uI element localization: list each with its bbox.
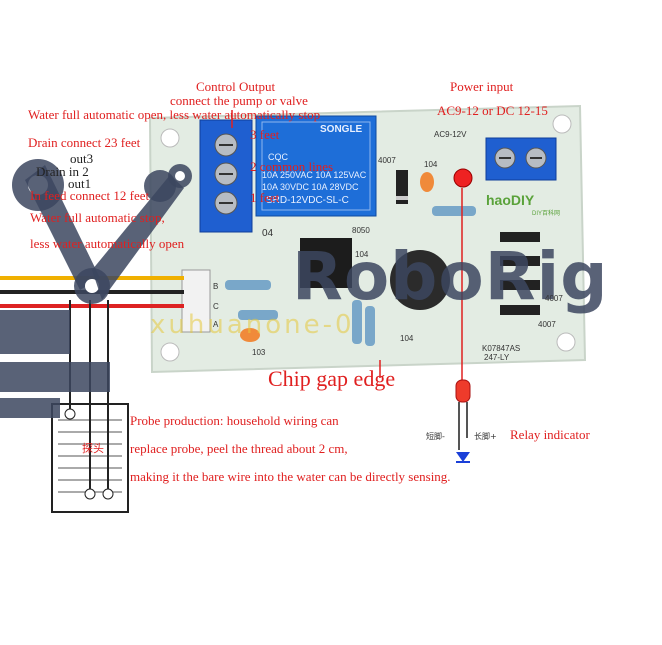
short-leg-label: 短脚- xyxy=(426,432,445,441)
resistor xyxy=(432,206,476,216)
water-full-stop-label: Water full automatic stop, xyxy=(30,210,165,225)
long-leg-label: 长脚+ xyxy=(474,432,497,441)
diode xyxy=(500,280,540,290)
control-output-title: Control Output xyxy=(196,79,276,94)
relay-model: SRD-12VDC-SL-C xyxy=(266,195,349,206)
diode xyxy=(396,170,408,204)
silk-04: 04 xyxy=(262,228,274,239)
relay-body xyxy=(255,115,377,217)
resistor xyxy=(238,310,278,320)
feed-label: In feed connect 12 feet xyxy=(30,188,150,203)
capacitor xyxy=(420,172,434,192)
silk-board-code-2: 247-LY xyxy=(484,353,510,362)
silk-4007: 4007 xyxy=(378,156,396,165)
resistor xyxy=(365,306,375,346)
feet1-label: 1 feet xyxy=(250,190,280,205)
silk-4007: 4007 xyxy=(538,320,556,329)
less-open-label: less water automatically open xyxy=(30,236,185,251)
control-output-sub: connect the pump or valve xyxy=(170,93,308,108)
silk-hao: haoDIY xyxy=(486,192,535,208)
probe-line-2: replace probe, peel the thread about 2 c… xyxy=(130,441,348,456)
diode xyxy=(500,256,540,266)
mount-hole xyxy=(556,332,576,352)
silk-104: 104 xyxy=(400,334,414,343)
chip-gap-label: Chip gap edge xyxy=(268,366,396,391)
relay-rating-1: 10A 250VAC 10A 125VAC xyxy=(262,170,367,180)
probe-line-1: Probe production: household wiring can xyxy=(130,413,339,428)
resistor xyxy=(352,300,362,344)
silk-pin-b: B xyxy=(213,282,219,291)
diode xyxy=(500,232,540,242)
water-full-open-label: Water full automatic open, less water au… xyxy=(28,107,321,122)
silk-ac: AC9-12V xyxy=(434,130,467,139)
silk-board-code: K07847AS xyxy=(482,344,521,353)
capacitor xyxy=(240,328,260,342)
ic-chip xyxy=(300,238,352,288)
relay-brand: SONGLE xyxy=(320,124,363,135)
power-title: Power input xyxy=(450,79,514,94)
out1-label: out1 xyxy=(68,176,92,191)
mount-hole xyxy=(160,342,180,362)
relay-cert: CQC xyxy=(268,152,288,162)
resistor xyxy=(225,280,271,290)
silk-pin-c: C xyxy=(213,302,219,311)
out3-label: out3 xyxy=(70,151,94,166)
probe-connector xyxy=(181,269,211,333)
probe-tip xyxy=(84,488,96,500)
watermark-brand: RoboRig xyxy=(292,238,609,315)
silk-103: 103 xyxy=(252,348,266,357)
silk-pin-a: A xyxy=(213,320,219,329)
led-icon xyxy=(453,168,473,188)
probe-tip xyxy=(64,408,76,420)
mount-hole xyxy=(552,114,572,134)
drain-label: Drain connect 23 feet xyxy=(28,135,141,150)
probe-line-3: making it the bare wire into the water c… xyxy=(130,469,451,484)
common-label: 2 common lines xyxy=(250,159,334,174)
electrolytic-capacitor xyxy=(390,250,450,310)
indicator-led-icon xyxy=(455,379,471,403)
power-spec: AC9-12 or DC 12-15 xyxy=(437,103,548,118)
robot-arm-logo xyxy=(0,159,184,418)
probe-tip xyxy=(102,488,114,500)
relay-indicator-label: Relay indicator xyxy=(510,427,590,442)
mount-hole xyxy=(160,128,180,148)
silk-104: 104 xyxy=(355,250,369,259)
diode xyxy=(500,305,540,315)
silk-104: 104 xyxy=(424,160,438,169)
relay-rating-2: 10A 30VDC 10A 28VDC xyxy=(262,182,359,192)
silk-hao-sub: DIY百科网 xyxy=(532,211,561,217)
drain-in-label: Drain in 2 xyxy=(36,164,89,179)
probe-zh-label: 探头 xyxy=(82,442,104,455)
diode-symbol-icon xyxy=(456,452,470,462)
watermark-sub: xuhuanone-0 xyxy=(150,310,355,340)
silk-4007: 4007 xyxy=(545,294,563,303)
feet3-label: 3 feet xyxy=(250,127,280,142)
silk-8050: 8050 xyxy=(352,226,370,235)
